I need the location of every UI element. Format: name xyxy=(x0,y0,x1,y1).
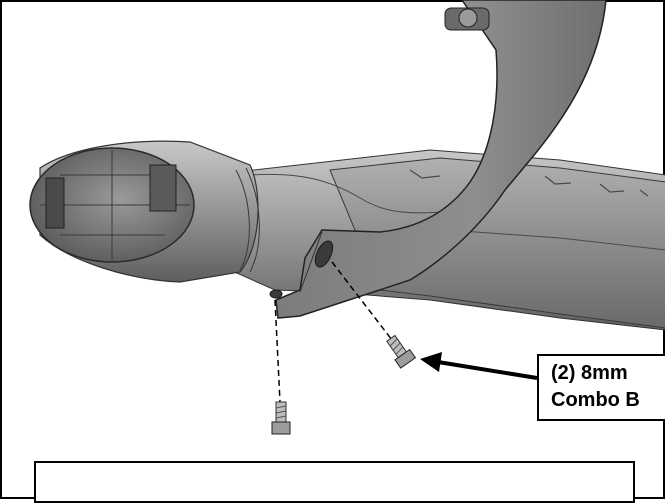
bottom-caption-box xyxy=(34,461,635,503)
bolt-right-icon xyxy=(386,334,417,369)
tip-slot-right xyxy=(149,164,177,212)
install-line-left xyxy=(274,299,281,403)
hanger-bracket xyxy=(269,0,607,319)
callout-arrow xyxy=(420,352,538,380)
callout-quantity: (2) 8mm xyxy=(551,362,628,384)
muffler-seam xyxy=(249,173,441,214)
bracket-bend-line xyxy=(299,231,323,293)
callout-box: (2) 8mm Combo B xyxy=(537,354,665,421)
heat-shield xyxy=(329,157,665,329)
bracket-slot xyxy=(314,240,334,268)
tip-grille xyxy=(40,150,190,260)
bolt-left-icon xyxy=(271,401,291,435)
tip-collar xyxy=(235,167,260,273)
bracket-plate xyxy=(275,0,607,319)
callout-description: Combo B xyxy=(551,389,640,411)
exhaust-tip xyxy=(29,140,260,283)
tip-slot-left xyxy=(45,177,65,229)
bracket-hole xyxy=(269,289,283,299)
top-nut-icon xyxy=(458,8,478,28)
install-line-right xyxy=(331,261,393,341)
